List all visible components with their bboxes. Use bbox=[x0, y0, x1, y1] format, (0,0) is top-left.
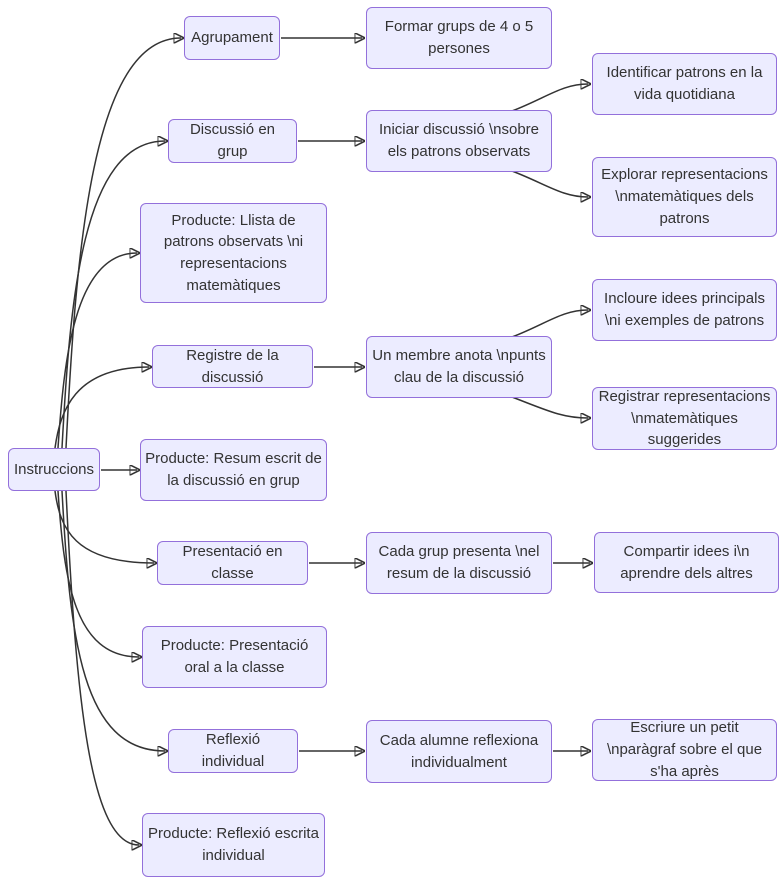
node-label: Registre de la discussió bbox=[186, 346, 279, 386]
node-label: Registrar representacions \nmatemàtiques… bbox=[598, 387, 771, 449]
node-cada-alumne-reflexiona: Cada alumne reflexiona individualment bbox=[366, 720, 552, 783]
node-instruccions: Instruccions bbox=[8, 448, 100, 491]
node-producte-llista: Producte: Llista de patrons observats \n… bbox=[140, 203, 327, 303]
node-label: Producte: Presentació oral a la classe bbox=[160, 637, 309, 676]
node-label: Identificar patrons en la vida quotidian… bbox=[606, 64, 763, 103]
node-agrupament: Agrupament bbox=[184, 16, 280, 60]
node-label: Reflexió individual bbox=[201, 731, 265, 770]
node-label: Presentació en classe bbox=[182, 543, 283, 582]
node-explorar-representacions: Explorar representacions \nmatemàtiques … bbox=[592, 157, 777, 237]
node-formar-grups: Formar grups de 4 o 5 persones bbox=[366, 7, 552, 69]
node-presentacio-classe: Presentació en classe bbox=[157, 541, 308, 585]
node-discussio-en-grup: Discussió en grup bbox=[168, 119, 297, 163]
edge-iniciar-discussio-identificar-patrons bbox=[511, 84, 588, 112]
node-label: Formar grups de 4 o 5 persones bbox=[384, 18, 534, 57]
node-label: Incloure idees principals \ni exemples d… bbox=[604, 290, 765, 329]
edge-un-membre-anota-registrar-representacions bbox=[511, 396, 588, 418]
node-label: Cada grup presenta \nel resum de la disc… bbox=[378, 543, 540, 582]
node-incloure-idees: Incloure idees principals \ni exemples d… bbox=[592, 279, 777, 341]
node-reflexio-individual: Reflexió individual bbox=[168, 729, 298, 773]
node-label: Explorar representacions \nmatemàtiques … bbox=[601, 166, 768, 227]
edge-instruccions-producte-presentacio bbox=[57, 490, 139, 657]
node-producte-reflexio: Producte: Reflexió escrita individual bbox=[142, 813, 325, 877]
node-label: Cada alumne reflexiona individualment bbox=[379, 731, 539, 771]
node-un-membre-anota: Un membre anota \npunts clau de la discu… bbox=[366, 336, 552, 398]
node-label: Instruccions bbox=[13, 460, 95, 478]
edge-instruccions-reflexio-individual bbox=[61, 490, 165, 751]
edge-instruccions-registre-discussio bbox=[54, 367, 149, 449]
node-label: Producte: Llista de patrons observats \n… bbox=[163, 211, 304, 294]
edge-instruccions-presentacio-classe bbox=[54, 490, 154, 563]
node-label: Discussió en grup bbox=[189, 121, 276, 160]
edge-instruccions-producte-llista bbox=[57, 253, 137, 449]
edge-instruccions-agrupament bbox=[65, 38, 181, 449]
node-label: Escriure un petit \nparàgraf sobre el qu… bbox=[606, 719, 763, 780]
node-label: Agrupament bbox=[191, 29, 273, 47]
edge-iniciar-discussio-explorar-representacions bbox=[511, 170, 588, 197]
node-producte-presentacio: Producte: Presentació oral a la classe bbox=[142, 626, 327, 688]
node-label: Compartir idees i\n aprendre dels altres bbox=[620, 542, 753, 582]
node-compartir-idees: Compartir idees i\n aprendre dels altres bbox=[594, 532, 779, 593]
node-iniciar-discussio: Iniciar discussió \nsobre els patrons ob… bbox=[366, 110, 552, 172]
edge-un-membre-anota-incloure-idees bbox=[511, 310, 588, 338]
node-registrar-representacions: Registrar representacions \nmatemàtiques… bbox=[592, 387, 777, 450]
node-escriure-paragraf: Escriure un petit \nparàgraf sobre el qu… bbox=[592, 719, 777, 781]
edge-instruccions-producte-reflexio bbox=[65, 490, 139, 845]
edge-instruccions-discussio-en-grup bbox=[61, 141, 165, 449]
node-producte-resum: Producte: Resum escrit de la discussió e… bbox=[140, 439, 327, 501]
node-identificar-patrons: Identificar patrons en la vida quotidian… bbox=[592, 53, 777, 115]
node-label: Producte: Resum escrit de la discussió e… bbox=[145, 450, 322, 489]
node-label: Producte: Reflexió escrita individual bbox=[148, 825, 319, 864]
node-label: Un membre anota \npunts clau de la discu… bbox=[372, 347, 546, 386]
node-cada-grup-presenta: Cada grup presenta \nel resum de la disc… bbox=[366, 532, 552, 594]
node-label: Iniciar discussió \nsobre els patrons ob… bbox=[378, 121, 540, 160]
node-registre-discussio: Registre de la discussió bbox=[152, 345, 313, 388]
